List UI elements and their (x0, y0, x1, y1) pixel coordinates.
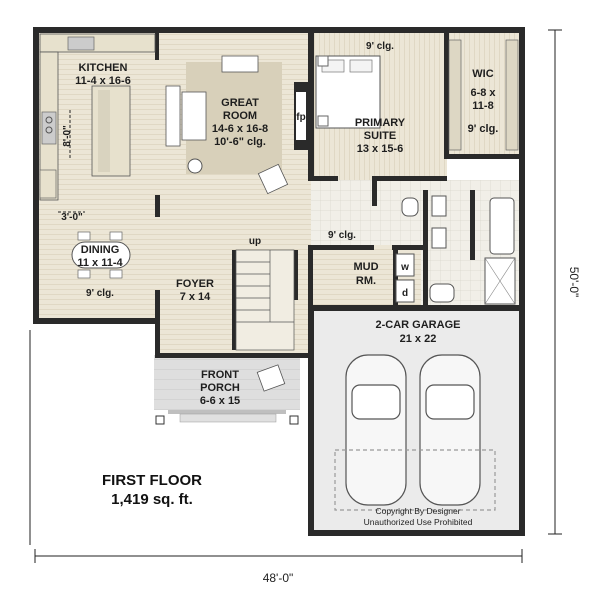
dining-opening: 3'-0" (61, 212, 83, 223)
dining-size: 11 x 11-4 (77, 257, 123, 269)
great-room-size: 14-6 x 16-8 (212, 123, 268, 135)
fireplace-label: fp (296, 112, 305, 123)
foyer-name: FOYER (176, 278, 214, 290)
stair-up: up (249, 236, 261, 247)
copyright-line1: Copyright By Designer (375, 506, 460, 516)
porch-name: FRONT (201, 369, 239, 381)
hall-note: 9' clg. (328, 230, 356, 241)
dryer-label: d (402, 288, 408, 299)
great-room-note: 10'-6" clg. (214, 136, 266, 148)
dining-name: DINING (81, 244, 120, 256)
depth-dimension: 50'-0" (567, 267, 581, 298)
porch-name2: PORCH (200, 382, 240, 394)
wic-size: 6-8 x (470, 87, 496, 99)
room-labels: KITCHEN 11-4 x 16-6 8'-0" GREAT ROOM 14-… (61, 41, 498, 407)
floor-title: FIRST FLOOR (102, 472, 202, 489)
plan-titles: FIRST FLOOR 1,419 sq. ft. 48'-0" 50'-0" … (102, 267, 581, 585)
mud-name2: RM. (356, 275, 376, 287)
dimension-lines (29, 29, 562, 563)
kitchen-note: 8'-0" (62, 125, 73, 147)
primary-note: 9' clg. (366, 41, 394, 52)
primary-bed (315, 55, 381, 129)
walls (33, 27, 525, 536)
bath-fixtures (401, 195, 516, 305)
dining-note: 9' clg. (86, 288, 114, 299)
copyright-line2: Unauthorized Use Prohibited (364, 517, 473, 527)
great-room-furniture (165, 55, 308, 195)
mud-name: MUD (353, 261, 378, 273)
great-room-name: GREAT (221, 97, 259, 109)
width-dimension: 48'-0" (263, 571, 294, 585)
floor-area: 1,419 sq. ft. (111, 491, 193, 508)
wic-note: 9' clg. (468, 123, 499, 135)
primary-name: PRIMARY (355, 117, 406, 129)
kitchen-name: KITCHEN (79, 62, 128, 74)
dining-table (71, 231, 131, 279)
great-room-name2: ROOM (223, 110, 257, 122)
mud-room-appliances (395, 253, 415, 303)
kitchen-size: 11-4 x 16-6 (75, 75, 131, 87)
garage-name: 2-CAR GARAGE (376, 319, 461, 331)
wic-size2: 11-8 (472, 100, 493, 112)
porch-size: 6-6 x 15 (200, 395, 240, 407)
foyer-size: 7 x 14 (180, 291, 211, 303)
primary-size: 13 x 15-6 (357, 143, 403, 155)
stair (235, 249, 295, 351)
wic-name: WIC (472, 68, 493, 80)
garage-size: 21 x 22 (400, 333, 437, 345)
washer-label: w (400, 262, 409, 273)
porch-columns (155, 364, 299, 425)
garage-cars (334, 354, 496, 511)
kitchen-fixtures (39, 33, 156, 201)
primary-name2: SUITE (364, 130, 396, 142)
wic-shelves (448, 39, 519, 151)
